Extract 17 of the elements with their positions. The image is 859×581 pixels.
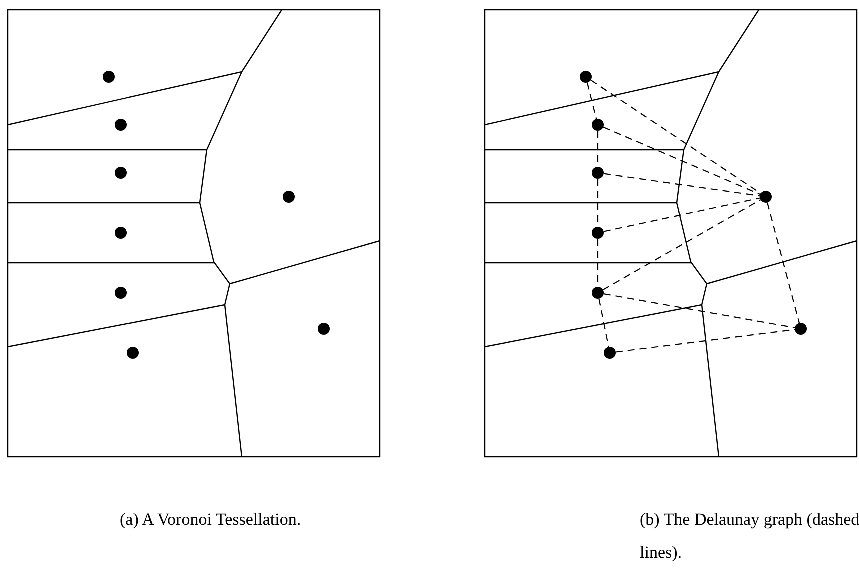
site-point — [604, 347, 616, 359]
site-point — [592, 227, 604, 239]
site-point — [795, 323, 807, 335]
delaunay-edge — [603, 126, 761, 196]
site-point — [592, 167, 604, 179]
delaunay-edge — [586, 82, 598, 120]
delaunay-edge — [604, 198, 760, 232]
delaunay-edge — [604, 294, 796, 328]
delaunay-edge — [604, 173, 760, 197]
site-point — [760, 191, 772, 203]
delaunay-edge — [767, 202, 800, 324]
site-point — [592, 119, 604, 131]
delaunay-edge — [602, 200, 762, 290]
site-point — [592, 287, 604, 299]
figure-caption: (a) A Voronoi Tessellation. — [120, 509, 302, 531]
site-point — [580, 71, 592, 83]
delaunay-edge — [598, 298, 610, 348]
